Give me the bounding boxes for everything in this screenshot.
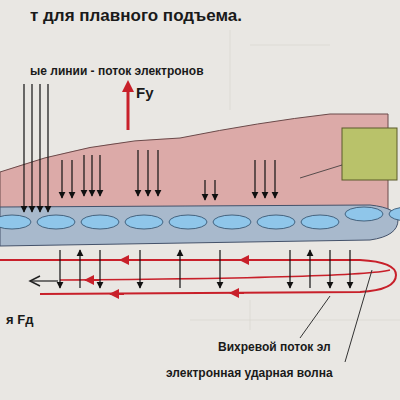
- vortex-arrow: [110, 293, 124, 295]
- shock-arrow: [59, 250, 60, 288]
- flow-arrow: [71, 160, 72, 198]
- callout-label: электронная ударная волна: [166, 366, 333, 380]
- engine-block: [342, 128, 397, 180]
- vortex-cell: [213, 215, 251, 229]
- callout-label: Вихревой поток эл: [218, 340, 331, 354]
- flow-arrow: [23, 84, 24, 212]
- flow-arrow: [157, 150, 158, 196]
- drag-arrow-head: [30, 276, 40, 286]
- flow-arrow: [274, 160, 275, 198]
- flow-arrow: [214, 180, 215, 200]
- lift-arrow-head: [122, 80, 134, 92]
- shock-arrow: [79, 250, 80, 288]
- shock-arrow: [309, 250, 310, 288]
- shock-arrow: [99, 250, 100, 288]
- vortex-arrow: [240, 259, 254, 261]
- flow-arrow: [61, 160, 62, 198]
- shock-arrow: [179, 250, 180, 288]
- flow-arrow: [39, 84, 40, 212]
- vortex-cell: [125, 215, 163, 229]
- vortex-arrow: [120, 259, 134, 261]
- flow-arrow: [83, 155, 84, 196]
- shock-arrow: [349, 250, 350, 288]
- vortex-cell: [257, 215, 295, 229]
- shock-arrow: [139, 250, 140, 288]
- vortex-cell: [0, 215, 31, 229]
- flow-arrow: [99, 155, 100, 196]
- shock-arrow: [329, 250, 330, 288]
- leader-line: [300, 296, 330, 338]
- title: т для плавного подъема.: [30, 6, 242, 26]
- vortex-arrow: [230, 292, 244, 294]
- flow-arrow: [254, 160, 255, 198]
- leader-line: [300, 165, 342, 178]
- electron-flow-arrows: [24, 84, 275, 212]
- shock-arrow: [289, 250, 290, 288]
- leader-line: [345, 270, 372, 362]
- vortex-cell: [169, 215, 207, 229]
- flow-arrow: [147, 150, 148, 196]
- base-plate: [0, 205, 398, 246]
- flow-arrow: [91, 155, 92, 196]
- vortex-cells: [0, 207, 400, 229]
- force-label: Fу: [136, 84, 154, 101]
- vortex-arrows: [85, 260, 254, 294]
- vortex-cell: [389, 207, 400, 221]
- vortex-cell: [37, 215, 75, 229]
- flow-label: ые линии - поток электронов: [30, 64, 204, 78]
- vortex-cell: [345, 207, 383, 221]
- flow-arrow: [31, 84, 32, 212]
- lift-arrow: [127, 86, 130, 130]
- shock-arrows: [60, 250, 350, 288]
- vortex-cell: [301, 215, 339, 229]
- vortex-arrow: [85, 279, 99, 281]
- flow-arrow: [264, 160, 265, 198]
- flow-arrow: [137, 150, 138, 196]
- force-label: я Fд: [6, 312, 33, 327]
- flow-arrow: [204, 180, 205, 200]
- flow-arrow: [47, 84, 48, 212]
- vortex-cell: [81, 215, 119, 229]
- craft-body: [0, 114, 388, 212]
- vortex-loop-inner: [60, 270, 390, 280]
- shock-arrow: [219, 250, 220, 288]
- drag-arrow: [30, 280, 58, 281]
